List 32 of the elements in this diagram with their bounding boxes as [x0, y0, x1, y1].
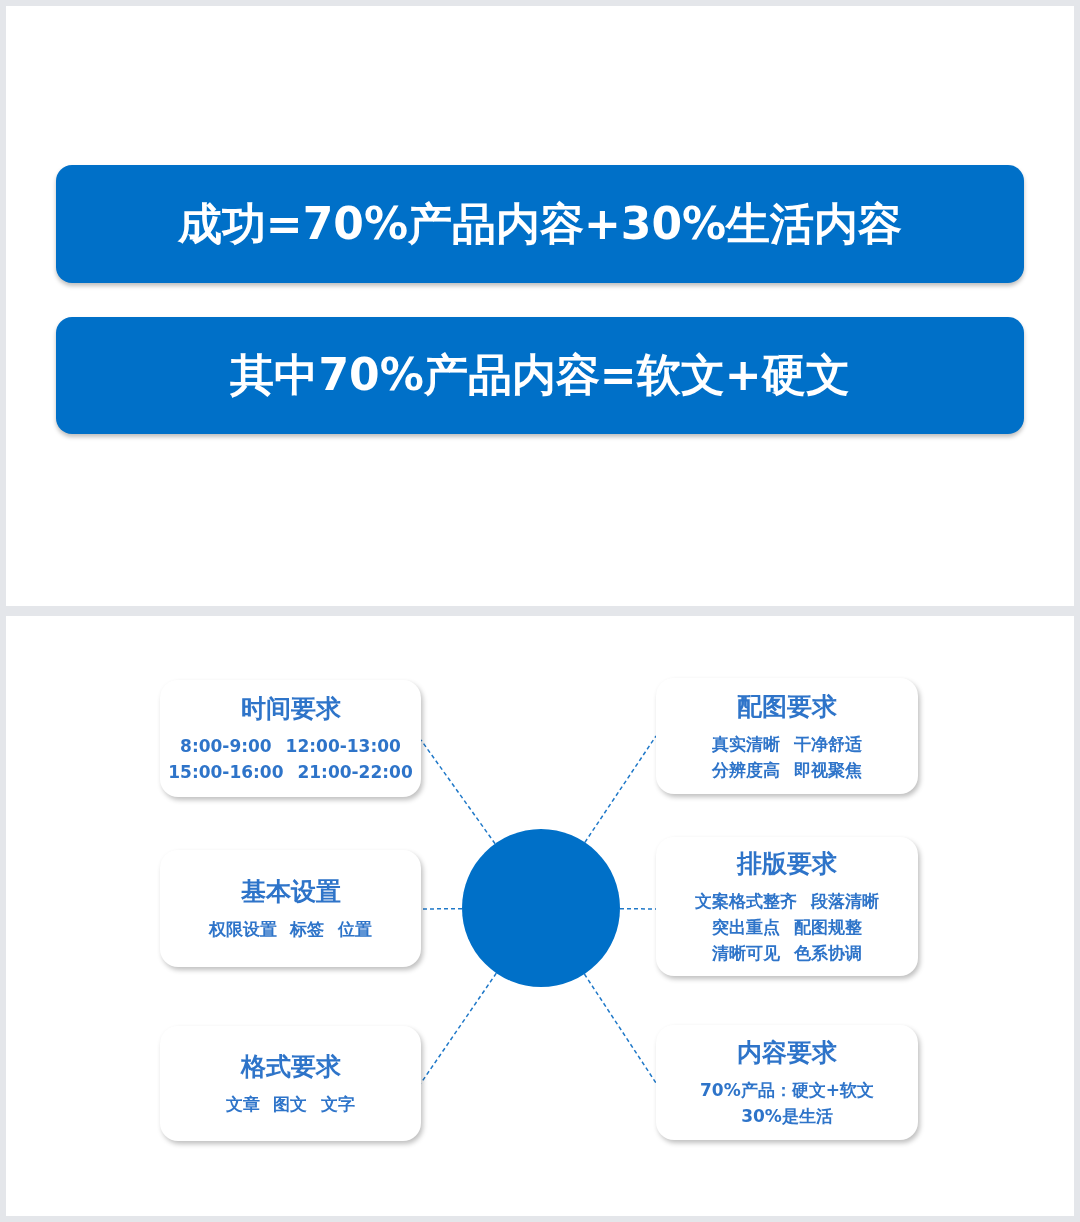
- topic-card: [656, 1025, 918, 1140]
- topic-card: [656, 837, 918, 976]
- body-text: 70%产品：硬文+软文: [700, 1079, 874, 1102]
- body-text: 文章 图文 文字: [225, 1093, 356, 1116]
- topic-card: [160, 1026, 421, 1141]
- body-text: 文案格式整齐 段落清晰: [695, 890, 879, 913]
- connector-line: [420, 972, 498, 1084]
- topic-card: [160, 850, 421, 967]
- body-text: 8:00-9:00 12:00-13:00: [180, 735, 401, 758]
- body-text: 分辨度高 即视聚焦: [712, 758, 862, 782]
- title-banner: [56, 165, 1024, 283]
- body-text: 清晰可见 色系协调: [712, 942, 862, 965]
- heading-text: 配图要求: [737, 690, 837, 723]
- body-text: 真实清晰 干净舒适: [712, 732, 862, 756]
- connector-line: [584, 735, 657, 844]
- connector-line: [583, 973, 657, 1084]
- heading-text: 其中70%产品内容=软文+硬文: [230, 348, 850, 402]
- heading-text: 时间要求: [240, 693, 341, 725]
- heading-text: 基本设置: [240, 876, 341, 908]
- body-text: 突出重点 配图规整: [712, 916, 862, 939]
- connector-line: [420, 907, 463, 910]
- connector-line: [420, 739, 496, 845]
- heading-text: 排版要求: [737, 848, 837, 880]
- heading-text: 格式要求: [240, 1051, 341, 1083]
- body-text: 30%是生活: [741, 1105, 833, 1128]
- heading-text: 成功=70%产品内容+30%生活内容: [177, 196, 903, 251]
- heading-text: 内容要求: [737, 1037, 837, 1069]
- topic-card: [656, 678, 918, 794]
- title-banner: [56, 317, 1024, 434]
- topic-card: [160, 680, 421, 797]
- body-text: 权限设置 标签 位置: [208, 918, 373, 941]
- body-text: 15:00-16:00 21:00-22:00: [168, 761, 413, 784]
